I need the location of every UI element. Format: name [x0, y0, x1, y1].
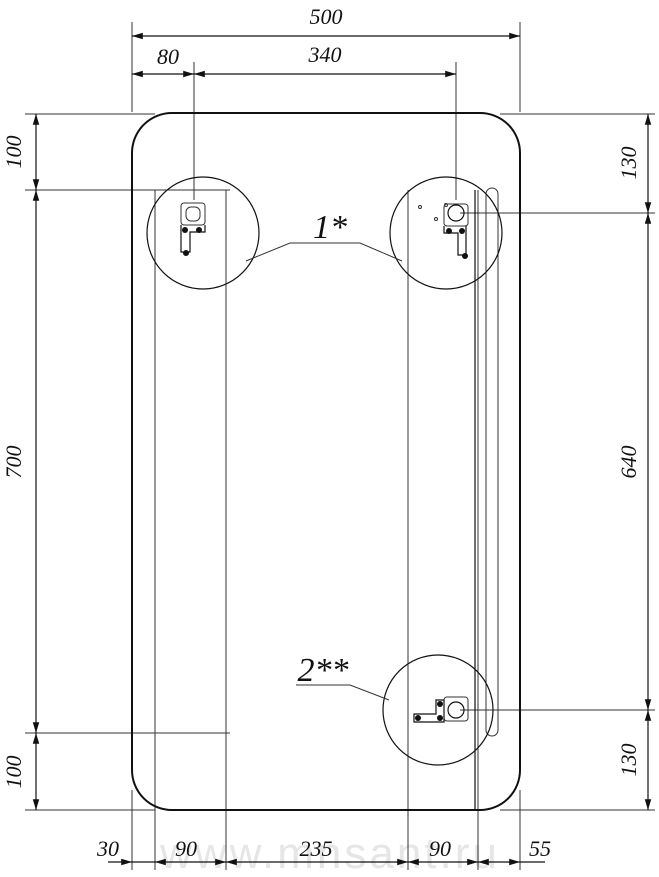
mirror-outline — [131, 112, 521, 811]
watermark: www.mnsant.ru — [159, 829, 500, 877]
side-strip — [474, 187, 499, 810]
callout-bracket-lower: 2** — [298, 652, 349, 689]
dim-top-total: 500 — [310, 4, 343, 29]
dim-bottom-c: 235 — [300, 836, 333, 861]
dim-bottom-e: 55 — [529, 836, 551, 861]
dim-right-middle: 640 — [616, 446, 641, 479]
bracket-top-left — [146, 176, 260, 290]
dim-top-left-offset: 80 — [157, 44, 179, 69]
dim-bottom-a: 30 — [96, 836, 119, 861]
extension-lines — [25, 22, 655, 870]
dim-left-top: 100 — [1, 136, 26, 169]
dimension-lines — [32, 32, 652, 866]
dim-bottom-d: 90 — [429, 836, 451, 861]
dim-right-bottom: 130 — [616, 744, 641, 777]
dim-bottom-b: 90 — [175, 836, 197, 861]
bracket-top-right — [389, 176, 503, 290]
dim-right-top: 130 — [616, 147, 641, 180]
callout-bracket-upper: 1* — [313, 209, 347, 246]
dim-left-bottom: 100 — [1, 756, 26, 789]
bracket-bottom-right — [382, 654, 494, 766]
dim-top-mount-span: 340 — [308, 42, 342, 67]
dim-left-middle: 700 — [1, 446, 26, 479]
leader-lines — [245, 242, 403, 701]
